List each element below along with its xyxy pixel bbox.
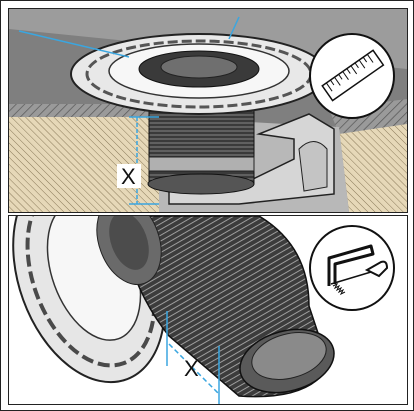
guide-line-right bbox=[228, 16, 240, 40]
guide-line-left bbox=[18, 30, 130, 58]
cut-illustration: X bbox=[12, 216, 395, 404]
pipe-bottom bbox=[147, 173, 255, 195]
hacksaw-icon bbox=[309, 225, 395, 311]
support-bracket bbox=[168, 113, 335, 205]
pipe-end-inner bbox=[251, 332, 327, 380]
floor-slab-top-left bbox=[9, 104, 159, 117]
pipe-inner bbox=[109, 216, 149, 270]
measure-illustration: X bbox=[9, 9, 407, 212]
cut-dimension-line bbox=[168, 343, 220, 395]
bracket-clip bbox=[298, 141, 328, 192]
threaded-pipe bbox=[148, 103, 255, 185]
dimension-label-bg bbox=[117, 164, 141, 188]
floor-slab-right bbox=[339, 119, 407, 212]
dimension-label-top: X bbox=[121, 164, 136, 189]
cut-panel: X bbox=[8, 215, 408, 405]
pipe-collar bbox=[148, 156, 255, 172]
ruler-icon bbox=[309, 33, 395, 119]
measure-panel: X bbox=[8, 8, 408, 213]
dimension-label-bottom: X bbox=[184, 356, 199, 381]
drain-opening bbox=[160, 55, 238, 79]
